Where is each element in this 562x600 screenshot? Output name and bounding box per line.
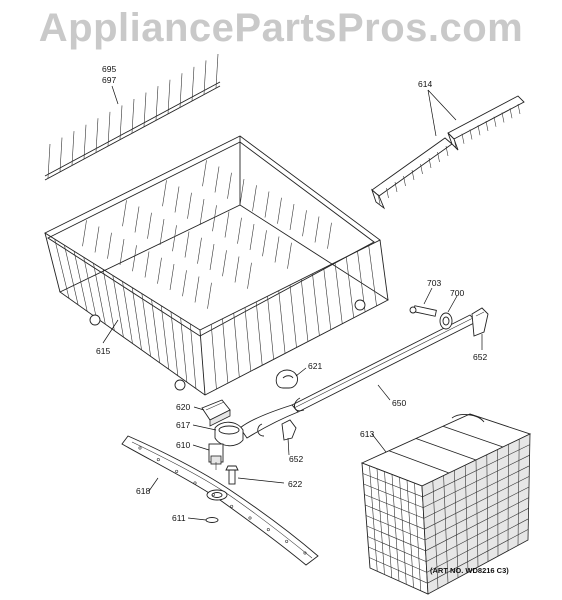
callout-618: 618 [136,486,150,496]
screw-622-part [225,465,239,485]
callout-615: 615 [96,346,110,356]
callout-614: 614 [418,79,432,89]
supply-tube-part [239,314,477,439]
clip-652-upper-part [471,307,489,337]
callout-613: 613 [360,429,374,439]
clip-621-part [275,369,298,389]
nut-700-part [439,312,453,330]
upper-rack-part [44,135,389,396]
silverware-basket-part [360,413,532,595]
callout-622: 622 [288,479,302,489]
spray-arm-part [121,435,319,566]
callout-621: 621 [308,361,322,371]
callout-652-lower: 652 [289,454,303,464]
callout-617: 617 [176,420,190,430]
leader-lines [102,85,483,521]
callout-652-upper: 652 [473,352,487,362]
art-number: (ART NO. WD8216 C3) [430,566,509,575]
block-620-part [201,399,231,427]
bearing-610-part [208,443,224,470]
callout-611: 611 [172,513,186,523]
tine-row-part [44,53,221,181]
watermark-text: AppliancePartsPros.com [38,6,524,50]
callout-697: 697 [102,75,116,85]
callout-695: 695 [102,64,116,74]
rack-holder-left-part [371,137,453,210]
washer-611-part [205,517,219,523]
callout-610: 610 [176,440,190,450]
callout-700: 700 [450,288,464,298]
callout-620: 620 [176,402,190,412]
connector-703-part [409,305,437,317]
rack-holder-right-part [447,95,525,151]
callout-703: 703 [427,278,441,288]
manifold-617-part [214,421,244,447]
callout-650: 650 [392,398,406,408]
clip-652-lower-part [281,419,297,441]
